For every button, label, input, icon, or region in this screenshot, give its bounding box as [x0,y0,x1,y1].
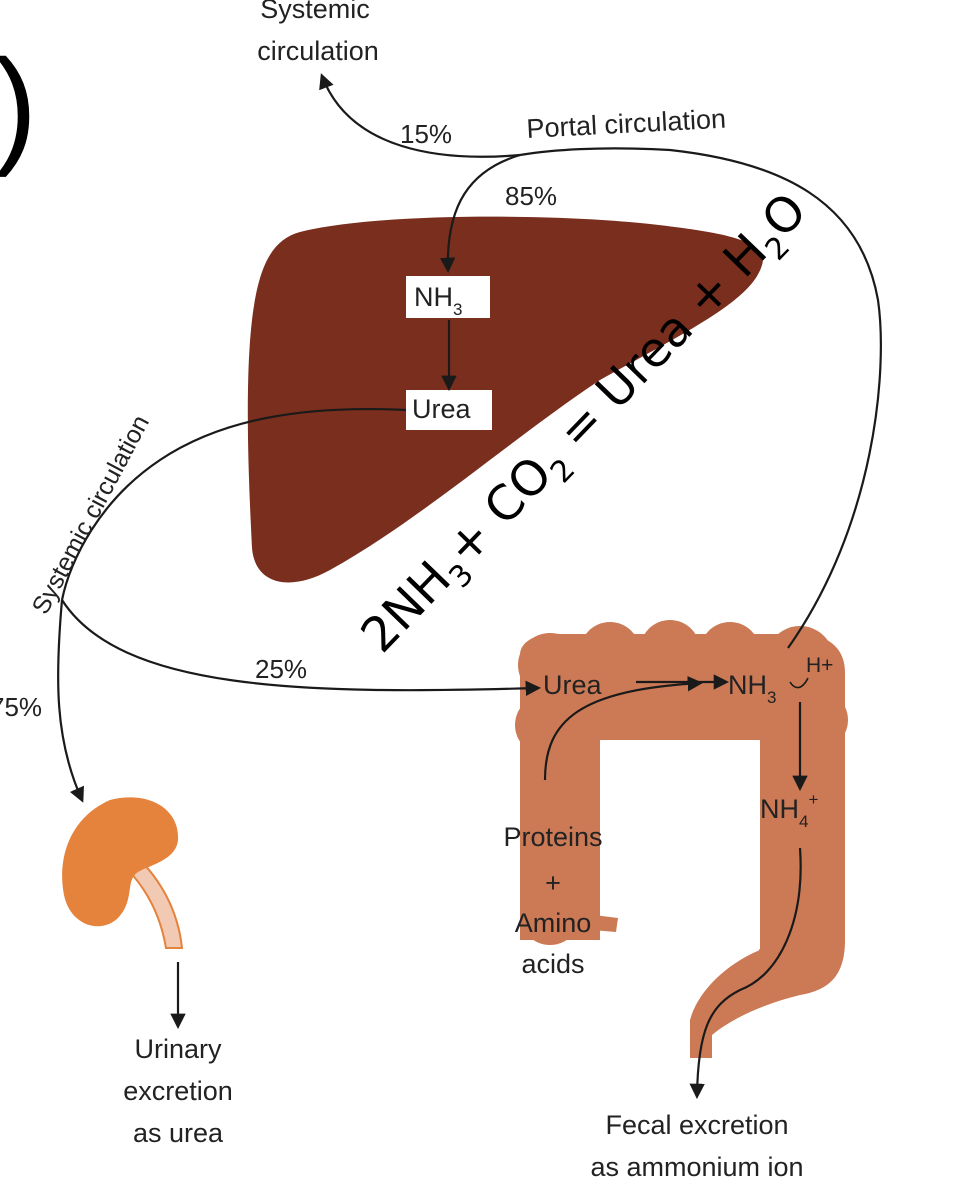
nh4-label: NH4+ [760,790,818,831]
colon-nh3-label: NH3 [728,670,776,707]
urinary-line3: as urea [133,1118,224,1148]
amino-label: Amino [515,908,592,938]
pct-15-label: 15% [400,119,452,149]
portal-to-systemic-arrow [319,73,521,158]
pct-85-label: 85% [505,181,557,211]
portal-circulation-label: Portal circulation [526,104,727,144]
kidney-shape [62,797,179,927]
pct-75-label: 75% [0,692,42,722]
liver-nh3-label: NH3 [414,282,462,319]
fecal-line2: as ammonium ion [590,1152,803,1182]
systemic-left-label: Systemic circulation [27,411,155,619]
liver-urea-box [406,390,492,430]
portal-circulation-line [519,147,882,649]
liver-nh3-box [406,276,490,318]
portal-to-liver-arrow [439,153,521,274]
pct-25-label: 25% [255,654,307,684]
h-plus-connector [789,677,809,689]
systemic-to-colon-arrow [61,599,542,697]
plus-label: + [545,868,561,898]
systemic-top-line2: circulation [257,36,379,66]
urinary-line2: excretion [123,1076,233,1106]
systemic-top-line1: Systemic [260,0,370,24]
fecal-line1: Fecal excretion [605,1110,788,1140]
nh4-to-fecal-arrow [689,847,802,1100]
urea-to-systemic-line [60,407,407,601]
h-plus-label: H+ [806,654,833,677]
liver-shape [247,216,763,583]
proteins-label: Proteins [503,822,602,852]
acids-label: acids [521,949,584,979]
panel-marker: ) [0,32,37,178]
systemic-to-kidney-arrow [56,599,84,803]
proteins-to-nh3-arrow [543,676,704,781]
colon-urea-label: Urea [543,670,603,700]
urinary-line1: Urinary [134,1034,222,1064]
liver-urea-label: Urea [412,394,472,424]
ureter-shape [126,858,184,949]
colon-tail [568,912,618,932]
